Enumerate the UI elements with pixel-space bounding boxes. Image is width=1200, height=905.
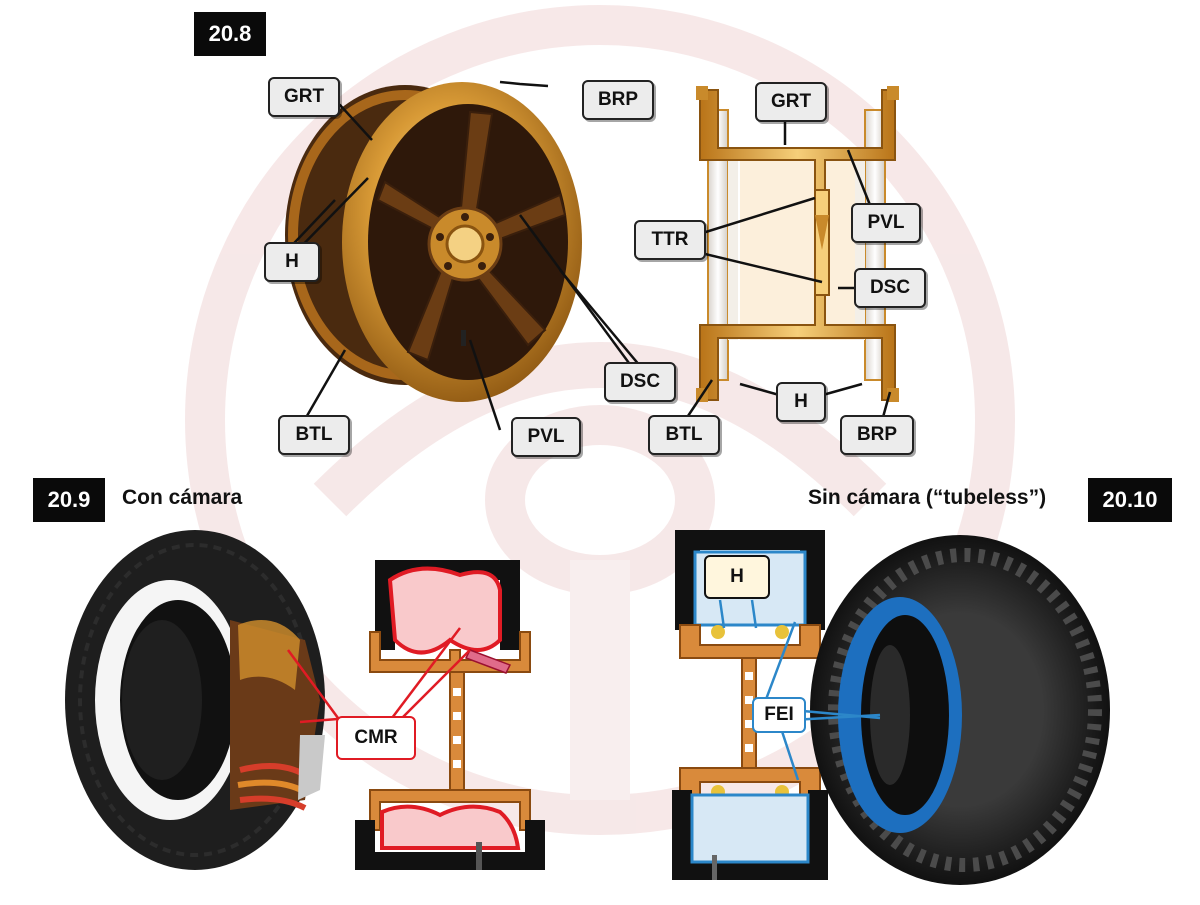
tubeless-tire-illustration [810, 535, 1110, 885]
tube-cross-section [355, 560, 545, 870]
figure-number-2: 20.9 [33, 478, 105, 522]
figure-number-3: 20.10 [1088, 478, 1172, 522]
label-btl: BTL [648, 415, 720, 455]
label-cmr: CMR [336, 716, 416, 760]
label-h: H [776, 382, 826, 422]
label-ttr: TTR [634, 220, 706, 260]
rim-cross-section [696, 86, 899, 402]
figure-number-1: 20.8 [194, 12, 266, 56]
label-brp: BRP [840, 415, 914, 455]
label-dsc: DSC [604, 362, 676, 402]
label-grt: GRT [268, 77, 340, 117]
label-brp: BRP [582, 80, 654, 120]
figure-caption-3: Sin cámara (“tubeless”) [808, 486, 1047, 509]
alloy-wheel-illustration [285, 82, 582, 402]
label-btl: BTL [278, 415, 350, 455]
label-h: H [264, 242, 320, 282]
label-pvl: PVL [511, 417, 581, 457]
label-h: H [704, 555, 770, 599]
label-dsc: DSC [854, 268, 926, 308]
tube-tire-illustration [65, 530, 325, 870]
figure-caption-2: Con cámara [122, 486, 243, 509]
label-pvl: PVL [851, 203, 921, 243]
label-grt: GRT [755, 82, 827, 122]
label-fei: FEI [752, 697, 806, 733]
watermark-logo [185, 5, 1015, 835]
